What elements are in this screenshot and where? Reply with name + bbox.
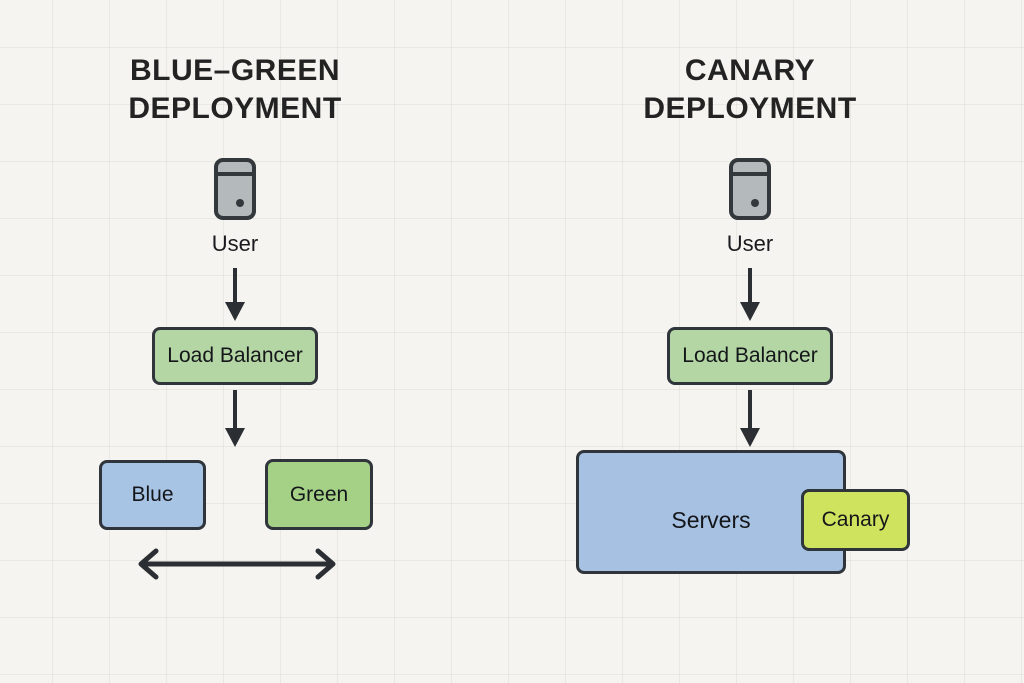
node-blue-environment[interactable]: Blue xyxy=(99,460,206,530)
node-label-user-right: User xyxy=(726,231,774,256)
node-servers[interactable]: Servers xyxy=(576,450,846,574)
node-label-blue: Blue xyxy=(131,483,174,506)
node-label-canary: Canary xyxy=(821,508,890,531)
arrow-user-to-load-balancer-left xyxy=(225,268,245,321)
device-home-dot xyxy=(236,199,244,207)
node-canary[interactable]: Canary xyxy=(801,489,910,551)
node-label-servers: Servers xyxy=(671,506,751,533)
node-load-balancer-left[interactable]: Load Balancer xyxy=(152,327,318,385)
node-label-user-left: User xyxy=(211,231,259,256)
page-title-canary: CANARY DEPLOYMENT xyxy=(643,54,857,126)
double-arrow-blue-green-swap xyxy=(138,548,336,580)
user-device-icon xyxy=(214,158,256,220)
arrow-load-balancer-to-environments xyxy=(225,390,245,447)
node-label-load-balancer-left: Load Balancer xyxy=(167,344,303,367)
device-screen-line xyxy=(217,172,253,176)
arrow-user-to-load-balancer-right xyxy=(740,268,760,321)
device-screen-line xyxy=(732,172,768,176)
user-device-icon-canary xyxy=(729,158,771,220)
device-home-dot xyxy=(751,199,759,207)
node-label-load-balancer-right: Load Balancer xyxy=(682,344,818,367)
node-label-green: Green xyxy=(289,482,349,506)
page-title-blue-green: BLUE–GREEN DEPLOYMENT xyxy=(128,54,342,126)
arrow-load-balancer-to-servers xyxy=(740,390,760,447)
node-green-environment[interactable]: Green xyxy=(265,459,373,530)
node-load-balancer-right[interactable]: Load Balancer xyxy=(667,327,833,385)
